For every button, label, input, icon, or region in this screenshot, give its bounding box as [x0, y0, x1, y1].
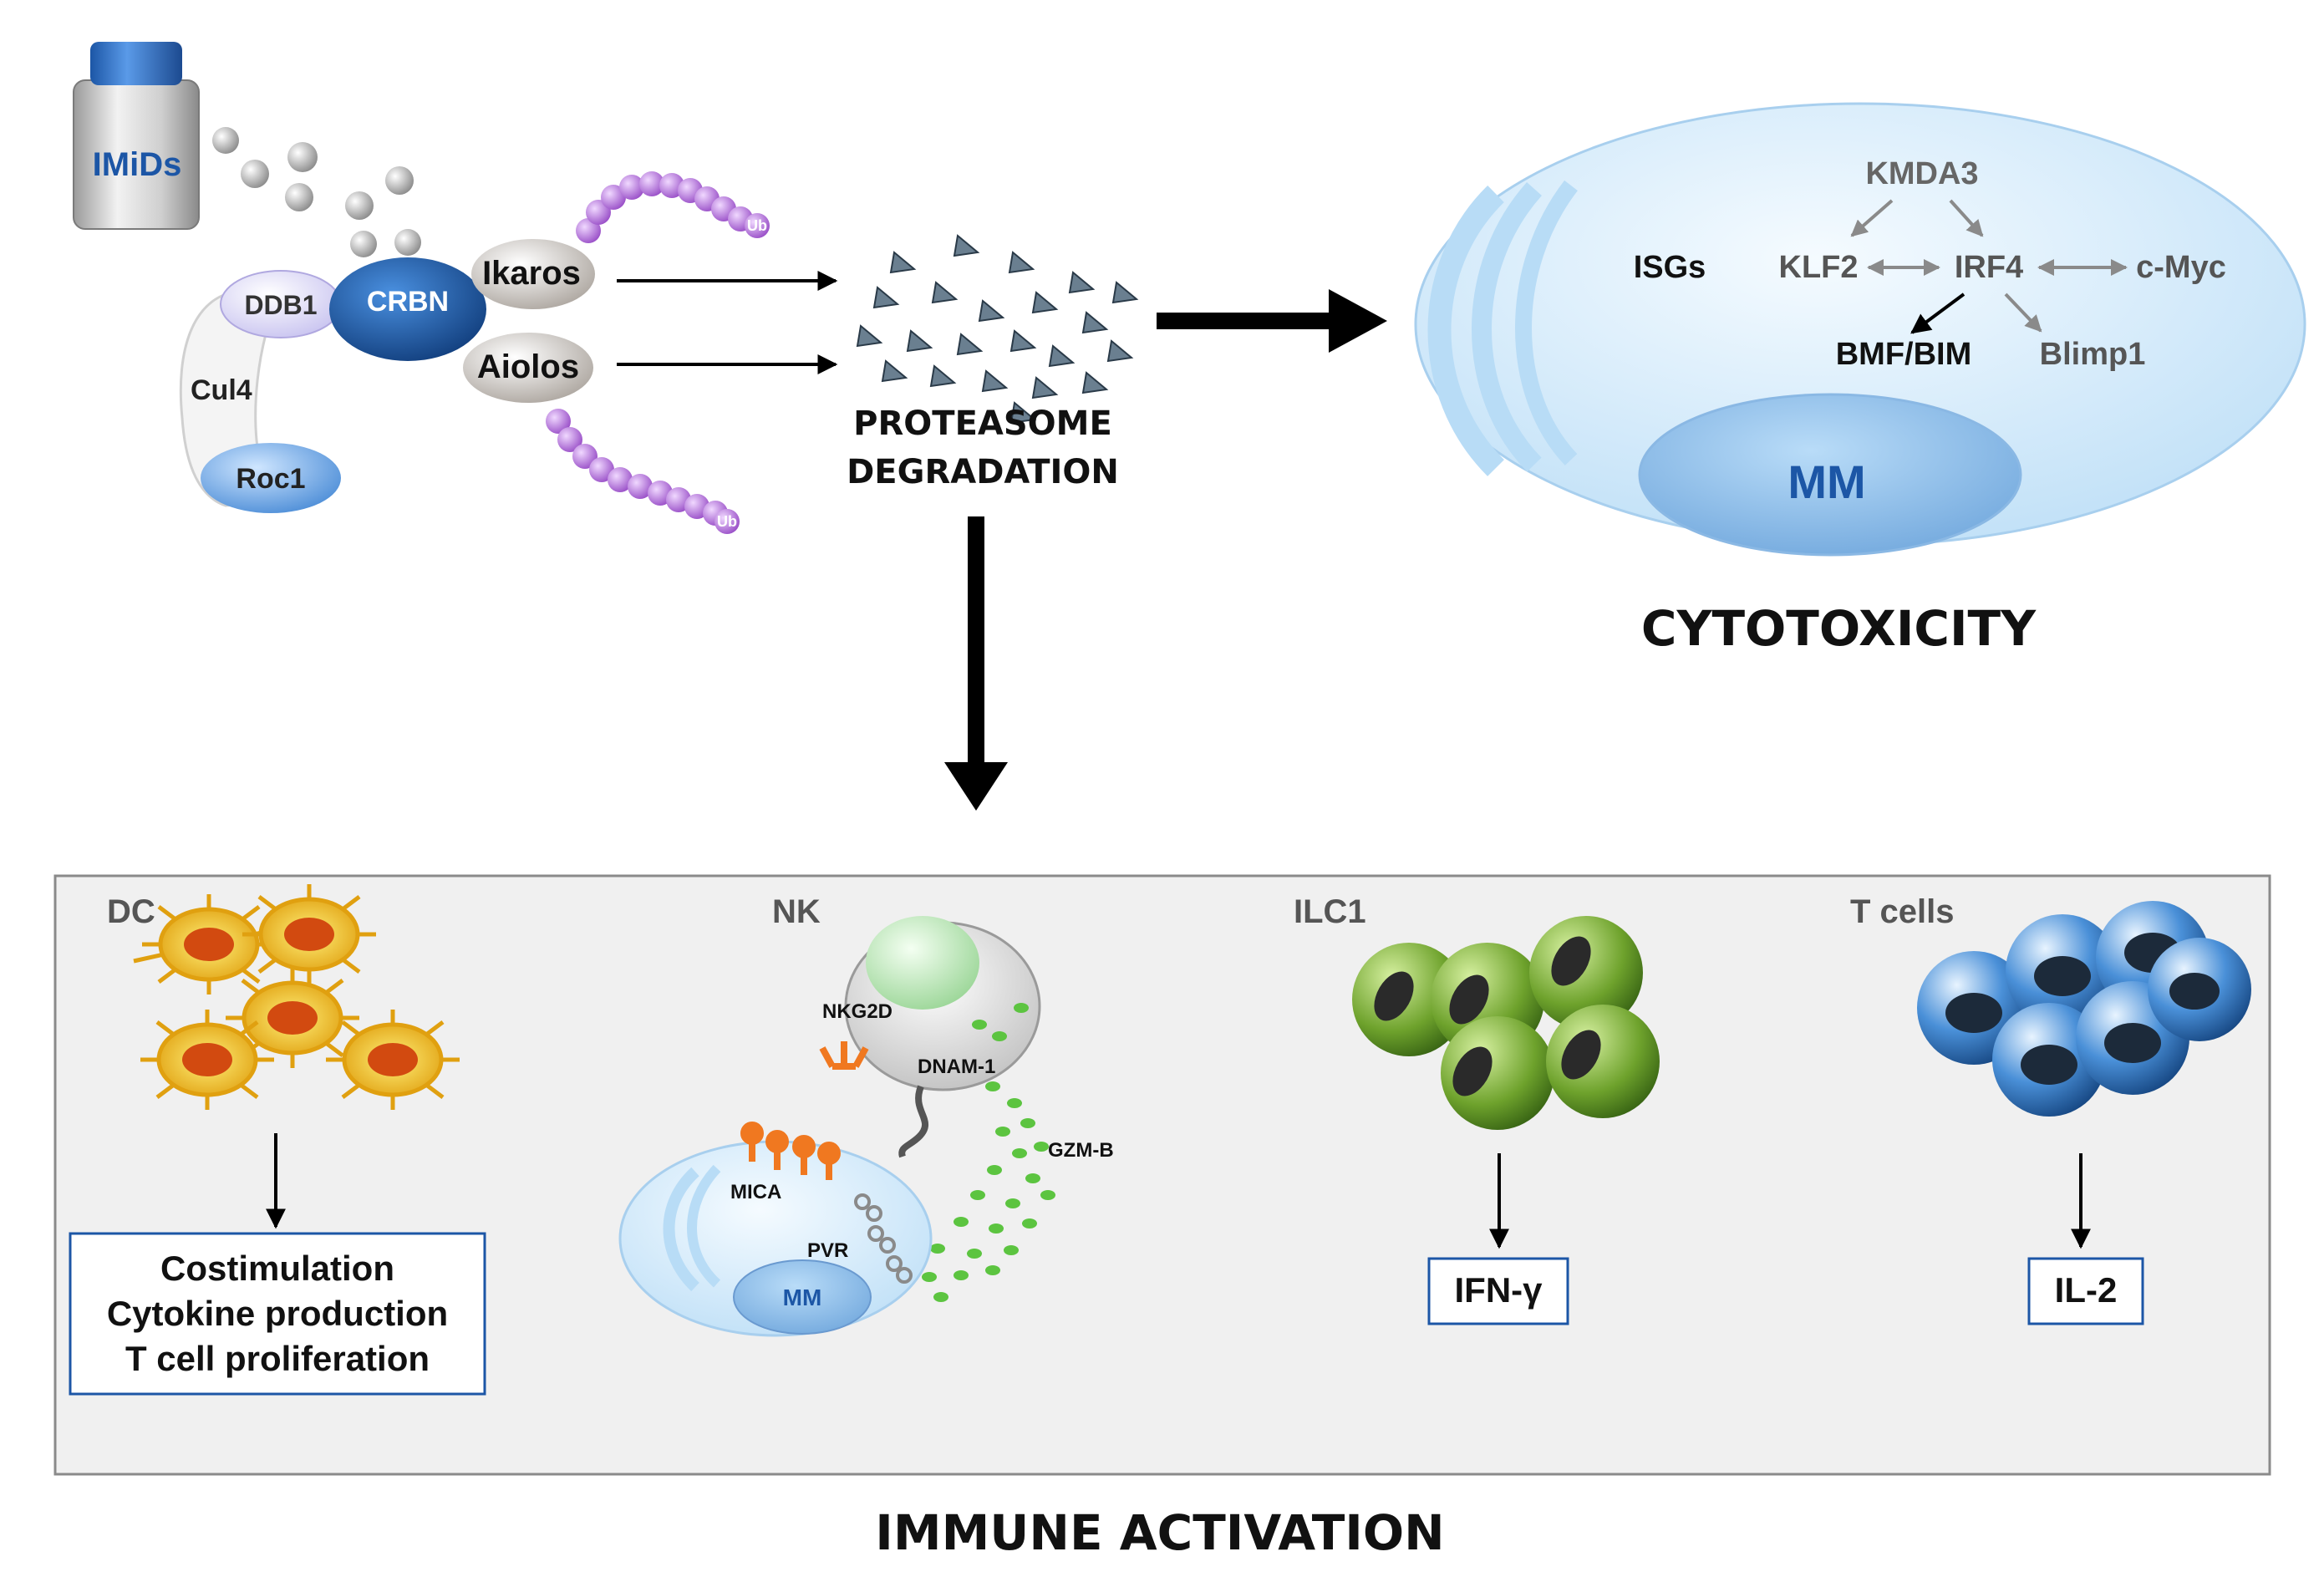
nk-cell [844, 916, 1041, 1158]
proteasome-label-line1: PROTEASOME [853, 404, 1112, 443]
immune-activation-title: IMMUNE ACTIVATION [875, 1504, 1444, 1561]
imids-pills [212, 127, 421, 257]
dc-label: DC [107, 893, 155, 930]
dc-outcome-tcell-proliferation: T cell proliferation [125, 1339, 430, 1378]
cytotoxicity-title: CYTOTOXICITY [1641, 600, 2037, 657]
ub-label-top: Ub [747, 217, 767, 234]
dc-outcome-cytokine: Cytokine production [107, 1294, 448, 1333]
ubiquitin-chain-top [576, 171, 770, 243]
klf2-label: KLF2 [1779, 250, 1859, 285]
ubiquitin-chain-bottom [546, 409, 740, 534]
degraded-fragments [856, 234, 1139, 425]
t-cells-illustration [1917, 901, 2251, 1117]
aiolos-protein [463, 333, 593, 403]
ilc1-cells-illustration [1352, 916, 1660, 1130]
mm-nucleus-label: MM [1787, 455, 1865, 508]
tcells-label: T cells [1850, 893, 1955, 930]
roc1-protein [201, 443, 341, 513]
pvr-ligand-icon [854, 1193, 913, 1284]
isgs-label: ISGs [1634, 250, 1706, 285]
aiolos-label: Aiolos [477, 348, 579, 385]
nk-target-mm-cell [618, 1140, 933, 1337]
dendritic-cells-illustration [133, 884, 460, 1110]
crbn-protein [329, 257, 486, 361]
ddb1-label: DDB1 [244, 290, 317, 320]
cul4-label: Cul4 [191, 374, 252, 406]
il2-label: IL-2 [2055, 1270, 2118, 1310]
crbn-label: CRBN [367, 286, 449, 318]
mm-cell [1414, 102, 2306, 557]
cmyc-label: c-Myc [2136, 250, 2226, 285]
mica-label: MICA [730, 1181, 781, 1203]
mica-ligand-icon [740, 1122, 841, 1180]
kmda3-label: KMDA3 [1865, 156, 1978, 191]
ikaros-label: Ikaros [482, 255, 581, 292]
imids-bottle: IMiDs [73, 42, 200, 230]
ikaros-protein [471, 239, 595, 309]
roc1-label: Roc1 [236, 463, 305, 495]
nkg2d-receptor-icon [819, 1041, 869, 1070]
pvr-label: PVR [807, 1239, 848, 1262]
ifng-label: IFN-γ [1455, 1270, 1543, 1310]
dnam1-label: DNAM-1 [918, 1056, 995, 1078]
nk-target-mm-label: MM [783, 1284, 822, 1310]
dc-outcome-costimulation: Costimulation [160, 1249, 394, 1288]
gzmb-label: GZM-B [1048, 1139, 1114, 1162]
blimp1-label: Blimp1 [2040, 337, 2146, 372]
ilc1-label: ILC1 [1294, 893, 1366, 930]
mm-pathway-arrows [1850, 199, 2128, 334]
nkg2d-label: NKG2D [822, 1000, 892, 1023]
ub-label-bottom: Ub [717, 513, 737, 530]
imids-label: IMiDs [93, 146, 182, 183]
arrow-to-immune-activation [944, 516, 1008, 811]
ifng-box [1427, 1257, 1569, 1325]
il2-box [2027, 1257, 2144, 1325]
granzyme-b-granules [922, 1003, 1055, 1302]
bmf-bim-label: BMF/BIM [1836, 337, 1972, 372]
arrow-to-cytotoxicity [1157, 289, 1387, 353]
irf4-label: IRF4 [1955, 250, 2023, 285]
dc-outcomes-box [69, 1232, 486, 1396]
proteasome-label-line2: DEGRADATION [847, 453, 1119, 491]
nk-label: NK [772, 893, 821, 930]
